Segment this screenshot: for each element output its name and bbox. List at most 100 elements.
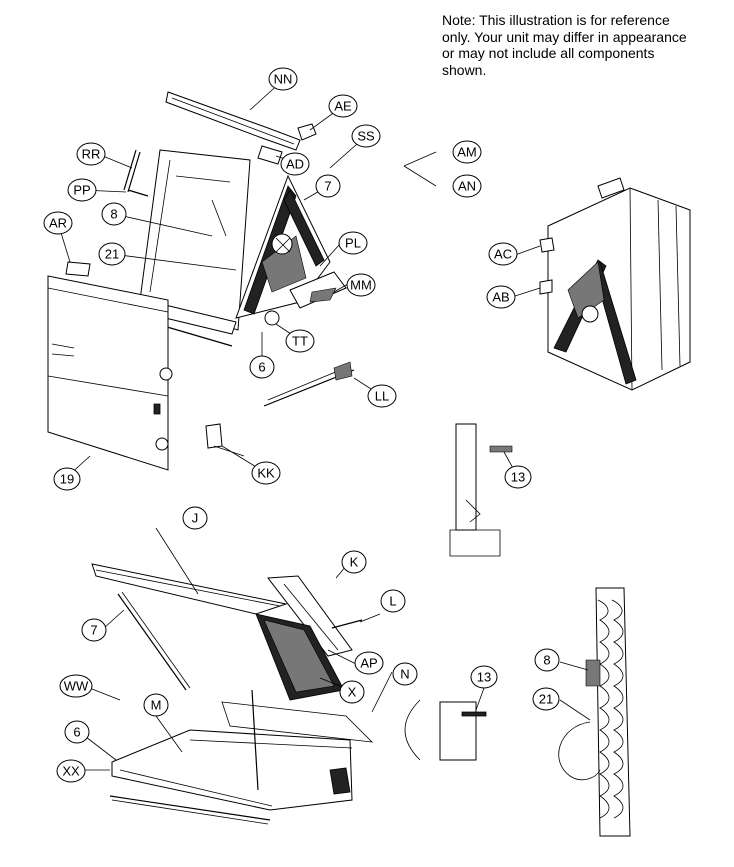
callout-rr[interactable]: RR — [76, 142, 106, 166]
callout-tt[interactable]: TT — [285, 329, 315, 353]
callout-m[interactable]: M — [143, 693, 169, 717]
callout-13-lower[interactable]: 13 — [470, 665, 498, 689]
callout-l[interactable]: L — [380, 589, 406, 613]
bottom-rail-xx — [109, 795, 271, 821]
svg-text:LL: LL — [375, 389, 389, 404]
callout-7-lower[interactable]: 7 — [81, 618, 107, 642]
svg-text:7: 7 — [90, 623, 97, 638]
bracket-ae — [297, 123, 317, 141]
svg-text:M: M — [151, 698, 162, 713]
bracket-kk — [205, 423, 223, 449]
callout-7-upper[interactable]: 7 — [315, 174, 341, 198]
reference-note: Note: This illustration is for reference… — [442, 12, 687, 78]
callout-6-lower[interactable]: 6 — [64, 720, 90, 744]
callout-kk[interactable]: KK — [251, 461, 281, 485]
rod-l — [331, 619, 363, 629]
coil-side-panel — [139, 149, 251, 331]
callout-x[interactable]: X — [339, 680, 365, 704]
base-pan — [111, 729, 353, 811]
svg-text:AB: AB — [492, 290, 509, 305]
svg-text:NN: NN — [274, 72, 293, 87]
fitting-ac — [539, 237, 555, 253]
callout-n[interactable]: N — [392, 662, 418, 686]
callout-ap[interactable]: AP — [354, 651, 384, 675]
svg-text:AN: AN — [458, 179, 476, 194]
svg-text:SS: SS — [357, 129, 375, 144]
strip-rr — [123, 149, 137, 191]
callout-pl[interactable]: PL — [338, 231, 368, 255]
svg-text:L: L — [389, 594, 396, 609]
lower-cabinet-assembly — [84, 527, 393, 825]
part-13-upper — [449, 423, 515, 557]
callout-8-lower[interactable]: 8 — [534, 648, 560, 672]
svg-text:J: J — [192, 511, 199, 526]
svg-text:KK: KK — [257, 466, 275, 481]
svg-text:AD: AD — [286, 157, 304, 172]
svg-text:6: 6 — [73, 725, 80, 740]
svg-text:AM: AM — [457, 145, 477, 160]
callouts: NN AE AD SS AM AN RR PP 7 8 AR 21 PL MM … — [43, 67, 560, 783]
svg-text:N: N — [400, 667, 409, 682]
svg-text:MM: MM — [350, 278, 372, 293]
svg-text:RR: RR — [82, 147, 101, 162]
part-13-lower — [404, 687, 487, 761]
svg-text:TT: TT — [292, 334, 308, 349]
callout-ww[interactable]: WW — [59, 674, 93, 698]
svg-text:AR: AR — [49, 216, 67, 231]
callout-ab[interactable]: AB — [486, 285, 516, 309]
callout-21-lower[interactable]: 21 — [532, 687, 560, 711]
top-panel-j — [91, 563, 288, 615]
callout-13-upper[interactable]: 13 — [504, 465, 532, 489]
callout-xx[interactable]: XX — [56, 759, 86, 783]
svg-text:AP: AP — [360, 656, 377, 671]
drain-pan-pl — [289, 271, 347, 309]
svg-text:K: K — [350, 555, 359, 570]
bracket-ar — [65, 261, 91, 277]
callout-j[interactable]: J — [182, 506, 208, 530]
svg-text:WW: WW — [64, 679, 89, 694]
coil-slab-detail — [558, 587, 631, 837]
callout-ac[interactable]: AC — [488, 242, 518, 266]
rail-7 — [117, 593, 187, 691]
post-m — [251, 689, 259, 791]
strip-pp — [127, 189, 149, 197]
svg-text:13: 13 — [477, 670, 491, 685]
svg-text:7: 7 — [324, 179, 331, 194]
callout-ae[interactable]: AE — [328, 94, 358, 118]
callout-an[interactable]: AN — [452, 174, 482, 198]
callout-8-upper[interactable]: 8 — [101, 202, 127, 226]
callout-19[interactable]: 19 — [53, 467, 81, 491]
svg-text:AC: AC — [494, 247, 512, 262]
callout-k[interactable]: K — [341, 550, 367, 574]
callout-ss[interactable]: SS — [351, 124, 381, 148]
callout-6-upper[interactable]: 6 — [249, 355, 275, 379]
bracket-mm — [309, 287, 337, 303]
fitting-21 — [558, 721, 601, 781]
callout-ad[interactable]: AD — [280, 152, 310, 176]
svg-text:21: 21 — [539, 692, 553, 707]
callout-nn[interactable]: NN — [268, 67, 298, 91]
svg-text:XX: XX — [62, 764, 80, 779]
coil-slab — [595, 587, 631, 837]
callout-ll[interactable]: LL — [367, 384, 397, 408]
svg-text:19: 19 — [60, 472, 74, 487]
callout-am[interactable]: AM — [452, 140, 482, 164]
callout-pp[interactable]: PP — [67, 178, 97, 202]
callout-mm[interactable]: MM — [346, 273, 376, 297]
callout-21-upper[interactable]: 21 — [98, 242, 126, 266]
svg-text:21: 21 — [105, 247, 119, 262]
fitting-ab — [539, 279, 553, 295]
svg-text:X: X — [348, 685, 357, 700]
svg-text:8: 8 — [543, 653, 550, 668]
svg-text:PP: PP — [73, 183, 90, 198]
upper-coil-assembly — [47, 79, 437, 477]
svg-text:6: 6 — [258, 360, 265, 375]
svg-text:PL: PL — [345, 236, 361, 251]
front-panel-19 — [47, 275, 169, 471]
callout-ar[interactable]: AR — [43, 211, 73, 235]
svg-text:AE: AE — [334, 99, 352, 114]
svg-text:8: 8 — [110, 207, 117, 222]
bracket-ad — [257, 145, 283, 165]
